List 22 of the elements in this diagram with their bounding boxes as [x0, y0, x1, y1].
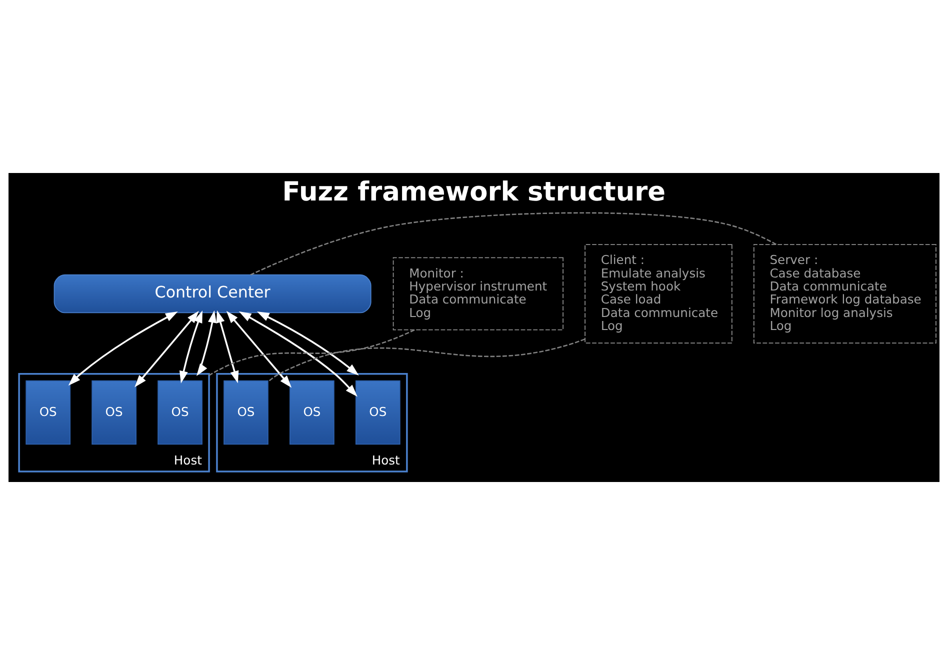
arrow — [134, 310, 199, 388]
connector — [250, 212, 777, 276]
connector — [208, 329, 415, 376]
arrow — [68, 312, 178, 386]
connector — [268, 338, 586, 382]
node-box: OS — [355, 380, 400, 445]
node-box: OS — [92, 380, 136, 445]
node-box: Control Center — [54, 274, 372, 314]
node-box: Monitor : Hypervisor instrument Data communicate Log — [392, 257, 564, 330]
arrow — [256, 312, 359, 376]
node-box: OS — [26, 380, 71, 445]
node-box: Client : Emulate analysis System hook Case load Data communicate Log — [584, 244, 732, 344]
node-box: OS — [224, 380, 268, 445]
arrow — [196, 310, 217, 376]
arrow — [216, 310, 239, 384]
arrow — [238, 311, 358, 397]
node-box: Server : Case database Data communicate Framework log database Monitor log analysis Log — [753, 244, 936, 344]
diagram-title: Fuzz framework structure — [282, 177, 666, 208]
arrow — [179, 310, 202, 384]
node-box: OS — [290, 380, 334, 445]
node-box: OS — [158, 380, 202, 445]
arrow — [226, 310, 292, 388]
